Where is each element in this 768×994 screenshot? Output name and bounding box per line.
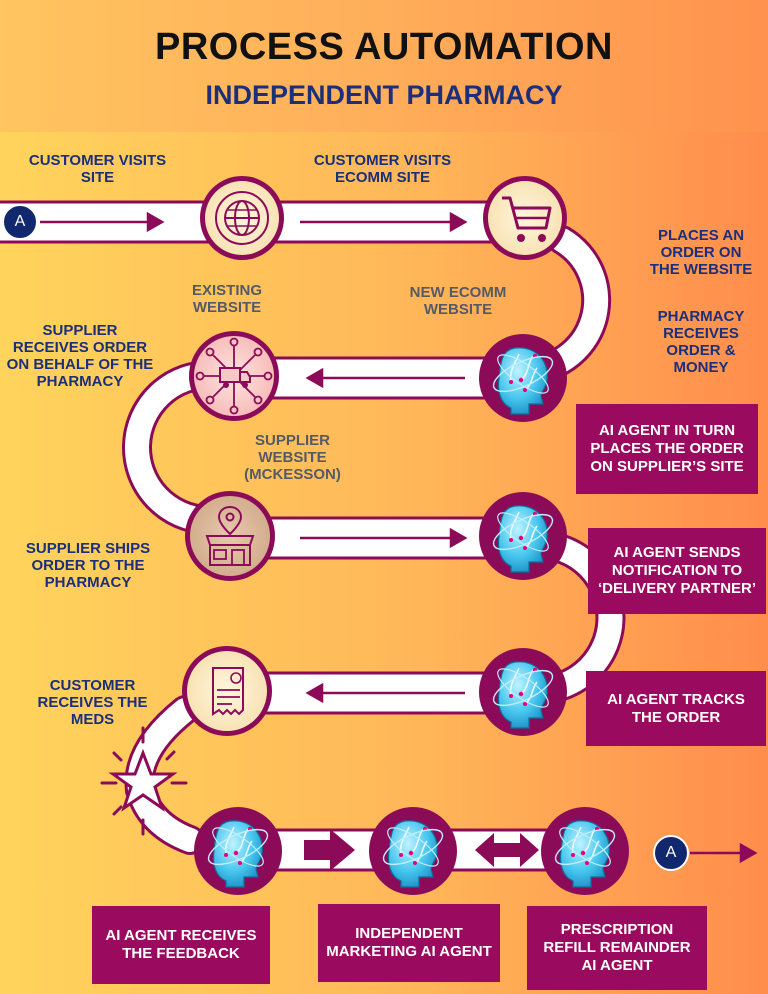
store-location-icon	[185, 491, 275, 581]
flow-arrows	[40, 211, 758, 864]
receipt-icon	[182, 646, 272, 736]
header-band	[0, 0, 768, 132]
label-supplier-website: SUPPLIER WEBSITE (MCKESSON)	[244, 432, 341, 483]
page-title: PROCESS AUTOMATION	[155, 26, 613, 68]
page-subtitle: INDEPENDENT PHARMACY	[205, 80, 563, 110]
bottom-connector-arrows	[304, 829, 539, 871]
label-supplier-receives: SUPPLIER RECEIVES ORDER ON BEHALF OF THE…	[6, 322, 154, 390]
box-agent-tracks: AI AGENT TRACKS THE ORDER	[586, 671, 766, 746]
ai-head-icon	[479, 334, 567, 422]
ai-head-icon	[369, 807, 457, 895]
box-agent-notification: AI AGENT SENDS NOTIFICATION TO ‘DELIVERY…	[588, 528, 766, 614]
end-marker: A	[653, 835, 689, 871]
shopping-cart-icon	[483, 176, 567, 260]
ai-head-icon	[541, 807, 629, 895]
label-customer-visits-site: CUSTOMER VISITS SITE	[28, 152, 167, 186]
label-pharmacy-receives: PHARMACY RECEIVES ORDER & MONEY	[657, 308, 745, 376]
start-marker: A	[2, 204, 38, 240]
box-refill-agent: PRESCRIPTION REFILL REMAINDER AI AGENT	[527, 906, 707, 990]
network-truck-icon	[189, 331, 279, 421]
label-existing-website: EXISTING WEBSITE	[191, 282, 262, 316]
ai-head-icon	[479, 492, 567, 580]
star-icon	[100, 726, 188, 836]
ai-head-icon	[194, 807, 282, 895]
globe-icon	[200, 176, 284, 260]
ai-head-icon	[479, 648, 567, 736]
label-supplier-ships: SUPPLIER SHIPS ORDER TO THE PHARMACY	[25, 540, 151, 591]
label-places-order: PLACES AN ORDER ON THE WEBSITE	[649, 227, 753, 278]
label-new-ecomm-website: NEW ECOMM WEBSITE	[409, 284, 507, 318]
box-agent-places-order: AI AGENT IN TURN PLACES THE ORDER ON SUP…	[576, 404, 758, 494]
box-agent-feedback: AI AGENT RECEIVES THE FEEDBACK	[92, 906, 270, 984]
box-marketing-agent: INDEPENDENT MARKETING AI AGENT	[318, 904, 500, 982]
label-customer-visits-ecomm: CUSTOMER VISITS ECOMM SITE	[313, 152, 452, 186]
label-customer-receives: CUSTOMER RECEIVES THE MEDS	[37, 677, 148, 728]
